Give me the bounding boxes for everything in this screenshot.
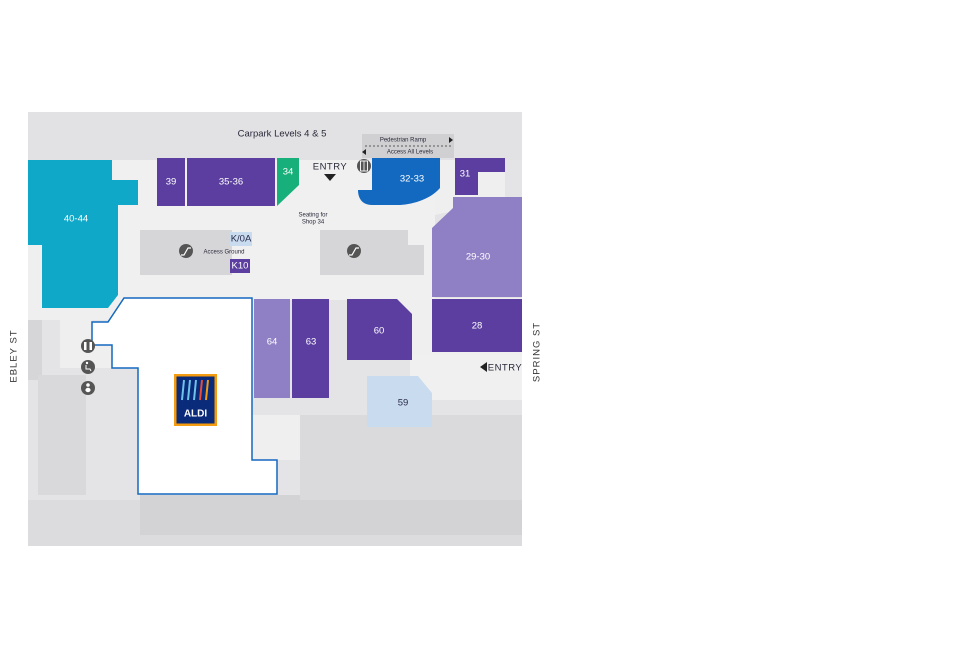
service-area — [38, 375, 86, 495]
escalator-icon[interactable] — [179, 244, 193, 258]
entry-arrow-left-icon — [480, 362, 487, 372]
lift-icon[interactable] — [357, 159, 371, 173]
shop-29-30[interactable] — [432, 197, 522, 297]
toilets-icon[interactable] — [81, 339, 95, 353]
arrow-right-icon — [449, 137, 453, 143]
access-all-levels-label: Access All Levels — [387, 150, 433, 156]
pedestrian-ramp-label: Pedestrian Ramp — [380, 138, 427, 144]
access-ground-label: Access Ground — [203, 250, 244, 256]
arrow-left-icon — [362, 149, 366, 155]
shop-label: 29-30 — [466, 252, 490, 263]
kiosk-k0a[interactable] — [230, 232, 252, 246]
escalator-icon[interactable] — [347, 244, 361, 258]
accessible-toilet-icon[interactable] — [81, 360, 95, 374]
shop-40-44[interactable] — [28, 160, 138, 308]
entry-label-top: ENTRY — [313, 162, 348, 173]
shop-60[interactable] — [347, 299, 412, 360]
shop-34[interactable] — [277, 158, 299, 206]
entry-arrow-down-icon — [324, 174, 336, 181]
shop-label: 39 — [166, 177, 177, 188]
shop-32-33[interactable] — [358, 158, 440, 205]
shop-label: 60 — [374, 326, 385, 337]
street-label-right: SPRING ST — [532, 322, 543, 382]
seating-label: Shop 34 — [302, 220, 325, 226]
aldi-logo: ALDI — [174, 374, 217, 426]
service-area — [300, 415, 522, 500]
shop-31[interactable] — [455, 158, 505, 195]
shop-label: 28 — [472, 321, 483, 332]
shop-59[interactable] — [367, 376, 432, 427]
escalator-area — [320, 230, 408, 275]
shop-28[interactable] — [432, 299, 522, 352]
shop-64[interactable] — [254, 299, 290, 398]
shop-35-36[interactable] — [187, 158, 275, 206]
shop-label: 59 — [398, 398, 409, 409]
shop-label: K10 — [232, 261, 249, 272]
shop-label: 63 — [306, 337, 317, 348]
pedestrian-ramp[interactable]: Pedestrian Ramp Access All Levels — [362, 134, 454, 158]
shop-39[interactable] — [157, 158, 185, 206]
escalator-area — [408, 245, 424, 275]
parents-room-icon[interactable] — [81, 381, 95, 395]
street-label-left: EBLEY ST — [9, 329, 20, 382]
shop-label: 64 — [267, 337, 278, 348]
shop-label: 31 — [460, 169, 471, 180]
shop-label: 35-36 — [219, 177, 243, 188]
seating-label: Seating for — [298, 213, 327, 219]
shop-label: 40-44 — [64, 214, 88, 225]
shop-label: 34 — [283, 167, 294, 178]
service-area — [140, 495, 522, 535]
carpark-label: Carpark Levels 4 & 5 — [238, 129, 327, 140]
aldi-logo-text: ALDI — [184, 409, 208, 420]
shop-label: 32-33 — [400, 174, 424, 185]
kiosk-k10[interactable] — [230, 259, 250, 273]
entry-label-right: ENTRY — [488, 363, 523, 374]
shop-63[interactable] — [292, 299, 329, 398]
shop-label: K/0A — [231, 234, 252, 245]
